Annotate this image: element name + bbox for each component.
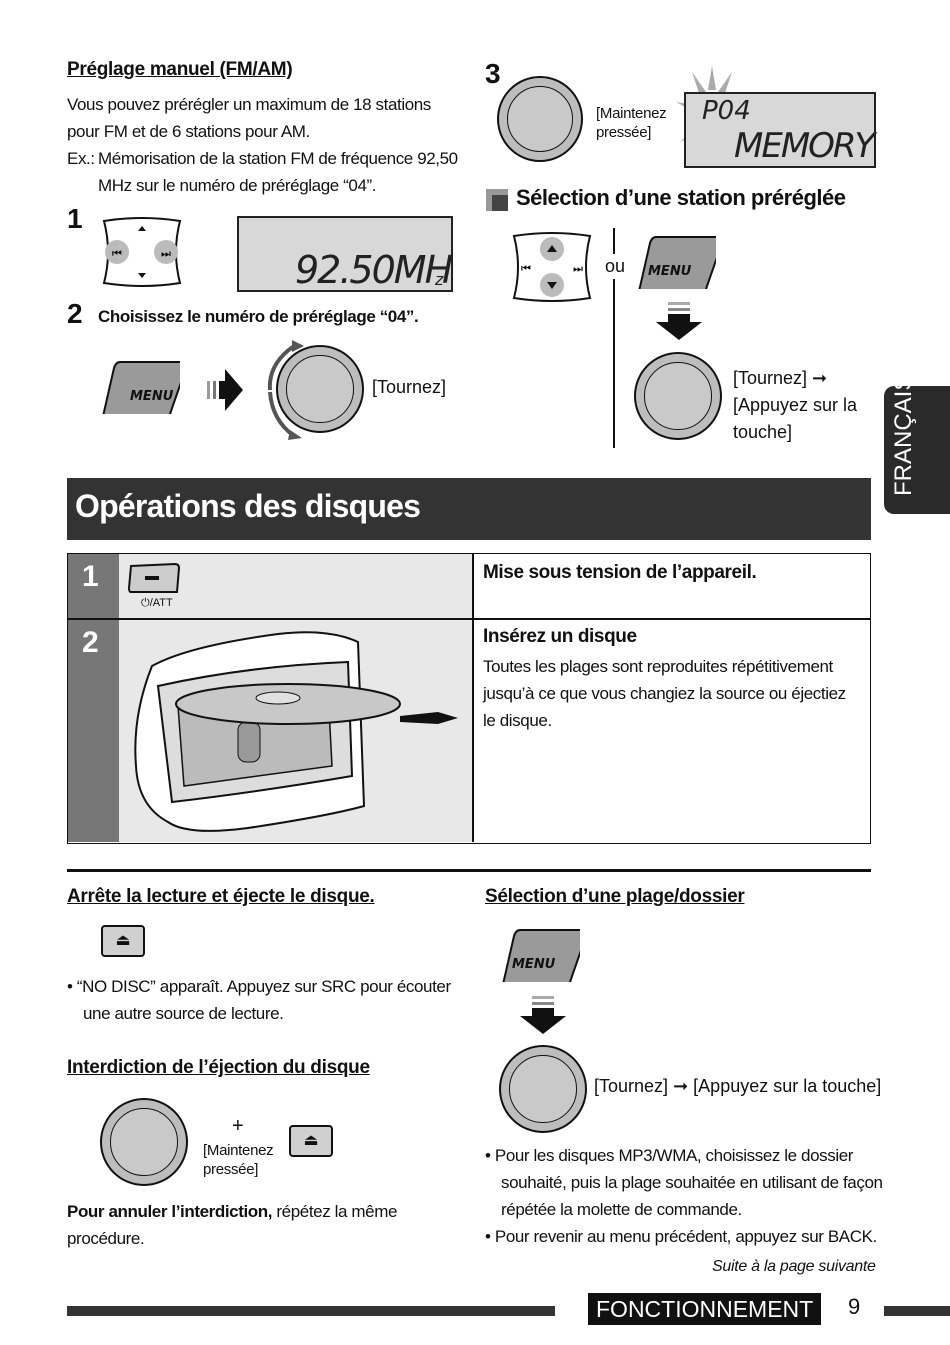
example-label: Ex.: [67, 149, 95, 168]
step-2-number: 2 [67, 298, 83, 329]
turn-push-label: [Tournez] ➞ [Appuyez sur la touche] [733, 368, 858, 442]
arrow-down-icon [520, 996, 566, 1034]
arrow-right-icon: ➞ [673, 1076, 689, 1096]
turn-push-label: [Tournez] ➞ [Appuyez sur la touche] [594, 1076, 882, 1096]
row-2-heading: Insérez un disque [483, 626, 637, 647]
divider-line [613, 228, 615, 448]
control-dial[interactable] [276, 345, 364, 433]
section-divider [67, 869, 871, 872]
section-title-bar: Opérations des disques [67, 478, 871, 540]
disc-insert-illustration [134, 631, 458, 832]
row-1-number: 1 [82, 560, 99, 593]
example-text: Mémorisation de la station FM de fréquen… [98, 149, 458, 195]
row-1-text: Mise sous tension de l’appareil. [483, 562, 757, 583]
eject-lock-heading: Interdiction de l’éjection du disque [67, 1057, 370, 1078]
cancel-lock-text: Pour annuler l’interdiction, répétez la … [67, 1202, 398, 1248]
footer-bar-right [884, 1306, 950, 1316]
power-att-label: ⏻/ATT [141, 597, 173, 609]
section-title: Opérations des disques [75, 488, 421, 524]
arrow-right-icon: ➞ [812, 368, 828, 388]
control-dial[interactable] [499, 1045, 587, 1133]
or-label: ou [603, 254, 628, 279]
seek-buttons-icon: ⏮ ⏭ [102, 217, 182, 287]
power-button[interactable] [127, 562, 181, 596]
hold-label: [Maintenez pressée] [203, 1142, 274, 1178]
memory-display: P04 MEMORY [684, 92, 876, 168]
svg-text:⏭: ⏭ [573, 262, 583, 275]
svg-text:⏭: ⏭ [161, 247, 171, 260]
svg-text:MENU: MENU [130, 389, 174, 404]
svg-text:⏮: ⏮ [112, 247, 122, 260]
hold-label: [Maintenez pressée] [596, 105, 667, 141]
menu-button[interactable]: MENU [636, 233, 716, 289]
step-1-number: 1 [67, 203, 83, 234]
control-dial[interactable] [497, 76, 583, 162]
eject-button[interactable]: ⏏ [101, 925, 145, 957]
page-number: 9 [848, 1294, 861, 1319]
footer-label: FONCTIONNEMENT [588, 1293, 822, 1325]
plus-sign: + [232, 1115, 244, 1137]
control-dial[interactable] [100, 1098, 188, 1186]
step-2-text: Choisissez le numéro de préréglage “04”. [98, 307, 419, 326]
footer-bar-left [67, 1306, 555, 1316]
step-3-number: 3 [485, 58, 501, 89]
frequency-display: 92.50MH z [237, 216, 453, 292]
manual-preset-heading: Préglage manuel (FM/AM) [67, 59, 293, 80]
svg-text:MENU: MENU [648, 264, 692, 279]
eject-heading: Arrête la lecture et éjecte le disque. [67, 886, 375, 907]
mp3-wma-note: • Pour les disques MP3/WMA, choisissez l… [485, 1146, 883, 1219]
preset-intro: Vous pouvez prérégler un maximum de 18 s… [67, 95, 431, 141]
eject-button[interactable]: ⏏ [289, 1125, 333, 1157]
track-folder-heading: Sélection d’une plage/dossier [485, 886, 745, 907]
arrow-right-icon [207, 369, 243, 411]
menu-button[interactable]: MENU [100, 358, 180, 414]
no-disc-note: • “NO DISC” apparaît. Appuyez sur SRC po… [67, 977, 451, 1023]
language-tab: FRANÇAIS [884, 375, 950, 514]
menu-button[interactable]: MENU [500, 926, 580, 982]
turn-label: [Tournez] [372, 377, 447, 397]
preset-select-heading: Sélection d’une station préréglée [516, 185, 846, 210]
svg-text:⏮: ⏮ [521, 262, 531, 275]
row-2-text: Toutes les plages sont reproduites répét… [483, 657, 846, 730]
continued-note: Suite à la page suivante [712, 1258, 876, 1275]
row-2-number: 2 [82, 626, 99, 659]
back-note: • Pour revenir au menu précédent, appuye… [485, 1227, 877, 1246]
arrow-down-icon [656, 302, 702, 340]
svg-text:MENU: MENU [512, 957, 556, 972]
rotate-arrows-icon [267, 340, 304, 440]
control-dial[interactable] [634, 352, 722, 440]
seek-buttons-icon: ⏮ ⏭ [512, 232, 592, 302]
section-square-icon [486, 189, 508, 211]
